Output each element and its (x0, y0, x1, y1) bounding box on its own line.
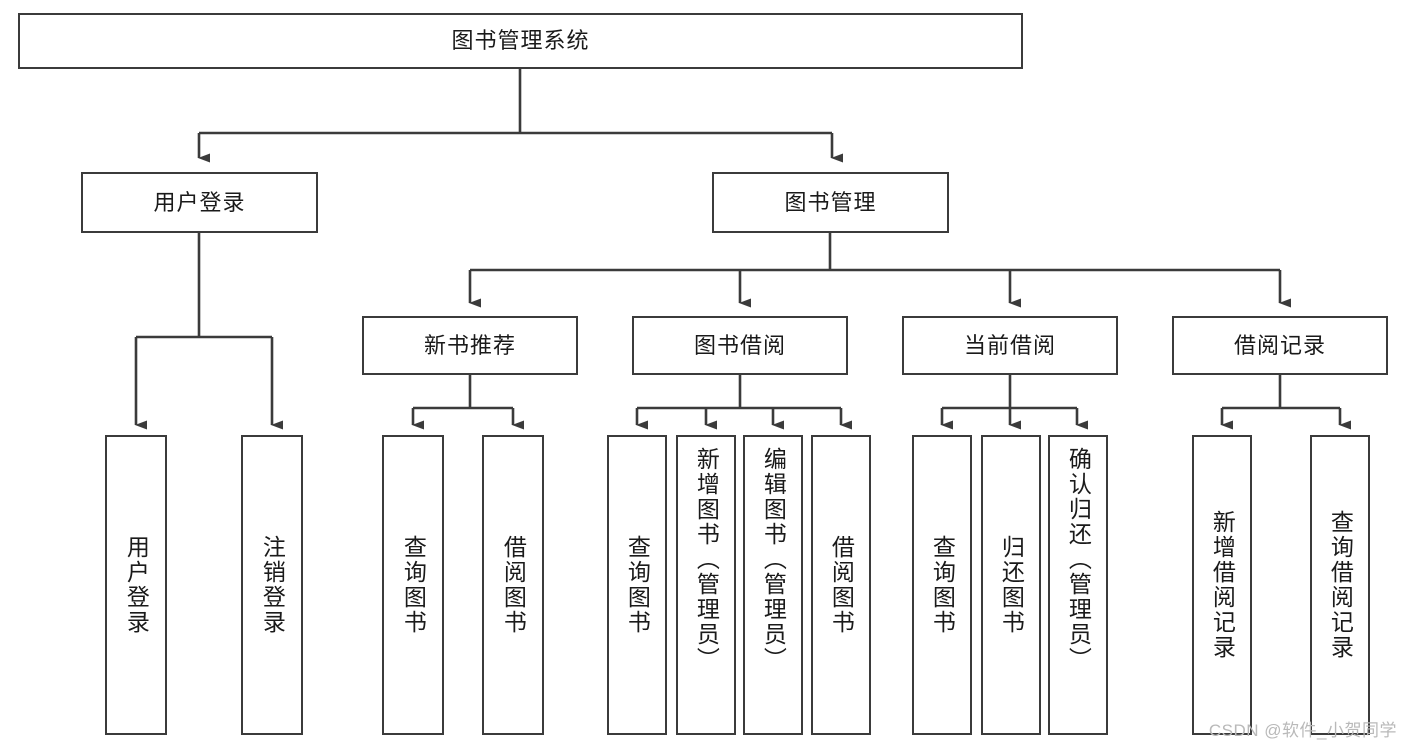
csdn-watermark: CSDN @软件_小贺同学 (1208, 721, 1397, 740)
leaf-user-login-login[interactable]: 用户登录 (105, 435, 167, 735)
leaf-current-borrow-return-book[interactable]: 归还图书 (981, 435, 1041, 735)
leaf-label: 归还图书 (998, 535, 1025, 635)
node-label: 借阅记录 (1233, 332, 1326, 358)
leaf-current-borrow-query-book[interactable]: 查询图书 (912, 435, 972, 735)
node-label: 用户登录 (153, 189, 246, 215)
leaf-label: 借阅图书 (828, 535, 855, 635)
leaf-borrow-record-add-record[interactable]: 新增借阅记录 (1192, 435, 1252, 735)
node-label: 图书管理 (784, 189, 877, 215)
node-label: 图书借阅 (693, 332, 786, 358)
leaf-label: 新增图书（管理员） (693, 447, 720, 672)
leaf-new-book-query-book[interactable]: 查询图书 (382, 435, 444, 735)
node-book-borrow[interactable]: 图书借阅 (632, 316, 848, 375)
node-root-book-management-system[interactable]: 图书管理系统 (18, 13, 1023, 69)
leaf-current-borrow-confirm-return-admin[interactable]: 确认归还（管理员） (1048, 435, 1108, 735)
leaf-user-login-logout[interactable]: 注销登录 (241, 435, 303, 735)
node-new-book-recommend[interactable]: 新书推荐 (362, 316, 578, 375)
node-book-management[interactable]: 图书管理 (712, 172, 949, 233)
leaf-label: 查询借阅记录 (1327, 510, 1354, 660)
leaf-label: 查询图书 (624, 535, 651, 635)
leaf-book-borrow-query-book[interactable]: 查询图书 (607, 435, 667, 735)
leaf-book-borrow-add-book-admin[interactable]: 新增图书（管理员） (676, 435, 736, 735)
leaf-new-book-borrow-book[interactable]: 借阅图书 (482, 435, 544, 735)
leaf-label: 借阅图书 (500, 535, 527, 635)
leaf-label: 查询图书 (929, 535, 956, 635)
leaf-label: 注销登录 (259, 535, 286, 635)
leaf-book-borrow-edit-book-admin[interactable]: 编辑图书（管理员） (743, 435, 803, 735)
leaf-label: 新增借阅记录 (1209, 510, 1236, 660)
node-user-login[interactable]: 用户登录 (81, 172, 318, 233)
node-label: 图书管理系统 (451, 28, 590, 54)
leaf-borrow-record-query-record[interactable]: 查询借阅记录 (1310, 435, 1370, 735)
node-current-borrow[interactable]: 当前借阅 (902, 316, 1118, 375)
leaf-label: 确认归还（管理员） (1065, 447, 1092, 672)
leaf-label: 用户登录 (123, 535, 150, 635)
node-label: 当前借阅 (963, 332, 1056, 358)
leaf-book-borrow-borrow-book[interactable]: 借阅图书 (811, 435, 871, 735)
node-borrow-record[interactable]: 借阅记录 (1172, 316, 1388, 375)
leaf-label: 编辑图书（管理员） (760, 447, 787, 672)
leaf-label: 查询图书 (400, 535, 427, 635)
node-label: 新书推荐 (423, 332, 516, 358)
